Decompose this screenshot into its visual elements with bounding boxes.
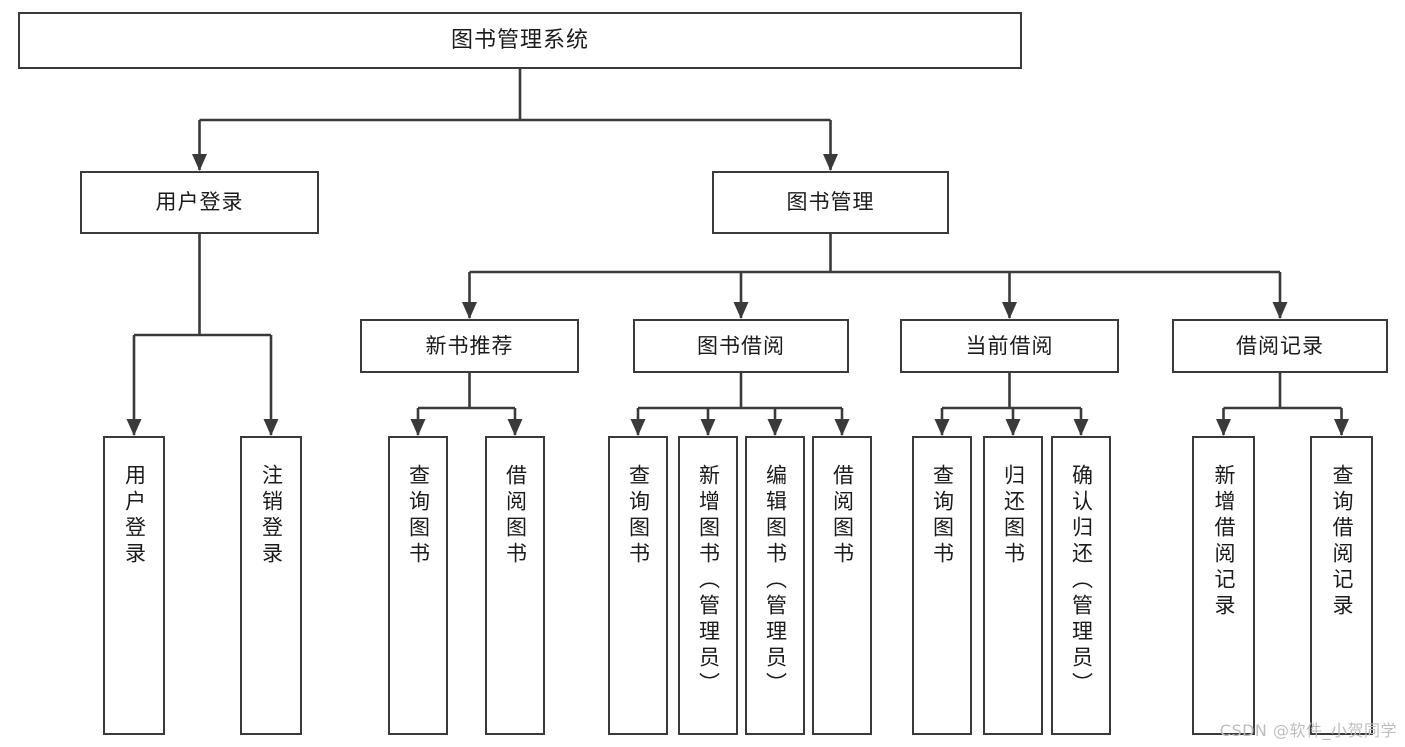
node-label: 归还图书: [1001, 464, 1026, 568]
node-label: 新书推荐: [425, 333, 514, 358]
node-new-book-rec[interactable]: 新书推荐: [360, 319, 579, 373]
node-leaf-confirm-return[interactable]: 确认归还（管理员）: [1051, 436, 1111, 735]
arrowhead-icon: [462, 302, 477, 319]
arrowhead-icon: [1002, 302, 1017, 319]
arrowhead-icon: [507, 419, 523, 436]
node-label: 图书管理系统: [450, 27, 589, 53]
node-root[interactable]: 图书管理系统: [18, 12, 1022, 69]
arrowhead-icon: [410, 419, 426, 436]
arrowhead-icon: [733, 302, 749, 319]
node-book-manage[interactable]: 图书管理: [712, 171, 949, 234]
node-label: 查询图书: [930, 464, 955, 568]
node-leaf-query-book-3[interactable]: 查询图书: [912, 436, 972, 735]
node-book-borrow[interactable]: 图书借阅: [633, 319, 849, 373]
node-label: 新增借阅记录: [1212, 464, 1236, 620]
node-label: 当前借阅: [965, 333, 1054, 358]
arrowhead-icon: [263, 419, 279, 436]
node-leaf-edit-book[interactable]: 编辑图书（管理员）: [745, 436, 805, 735]
node-label: 用户登录: [155, 190, 244, 215]
node-label: 注销登录: [259, 464, 284, 568]
arrowhead-icon: [834, 419, 850, 436]
arrowhead-icon: [700, 419, 716, 436]
node-leaf-user-login[interactable]: 用户登录: [103, 436, 165, 735]
arrowhead-icon: [630, 419, 646, 436]
node-leaf-borrow-book-2[interactable]: 借阅图书: [812, 436, 872, 735]
node-label: 查询图书: [626, 464, 651, 568]
arrowhead-icon: [192, 154, 207, 171]
watermark: CSDN @软件_小贺同学: [1219, 721, 1397, 740]
node-leaf-add-record[interactable]: 新增借阅记录: [1192, 436, 1255, 735]
node-leaf-query-record[interactable]: 查询借阅记录: [1310, 436, 1373, 735]
arrowhead-icon: [767, 419, 783, 436]
arrowhead-icon: [1216, 419, 1231, 436]
node-leaf-add-book[interactable]: 新增图书（管理员）: [678, 436, 738, 735]
node-label: 借阅记录: [1236, 333, 1324, 358]
node-label: 查询图书: [406, 464, 431, 568]
node-borrow-record[interactable]: 借阅记录: [1172, 319, 1388, 373]
node-leaf-query-book-2[interactable]: 查询图书: [608, 436, 668, 735]
node-current-borrow[interactable]: 当前借阅: [900, 319, 1119, 373]
node-label: 新增图书（管理员）: [696, 464, 721, 698]
node-label: 用户登录: [122, 464, 147, 568]
arrowhead-icon: [823, 154, 838, 171]
node-leaf-logout[interactable]: 注销登录: [240, 436, 302, 735]
arrowhead-icon: [126, 419, 142, 436]
node-label: 借阅图书: [830, 464, 855, 568]
arrowhead-icon: [1073, 419, 1089, 436]
node-leaf-borrow-book-1[interactable]: 借阅图书: [485, 436, 545, 735]
arrowhead-icon: [1334, 419, 1349, 436]
arrowhead-icon: [934, 419, 950, 436]
node-label: 图书管理: [786, 190, 875, 215]
arrowhead-icon: [1272, 302, 1288, 319]
arrowhead-icon: [1005, 419, 1021, 436]
node-user-login[interactable]: 用户登录: [80, 171, 319, 234]
node-leaf-query-book-1[interactable]: 查询图书: [388, 436, 448, 735]
node-leaf-return-book[interactable]: 归还图书: [983, 436, 1043, 735]
node-label: 编辑图书（管理员）: [763, 464, 788, 698]
node-label: 查询借阅记录: [1330, 464, 1354, 620]
node-label: 确认归还（管理员）: [1069, 464, 1094, 698]
node-label: 图书借阅: [697, 333, 785, 358]
node-label: 借阅图书: [503, 464, 528, 568]
